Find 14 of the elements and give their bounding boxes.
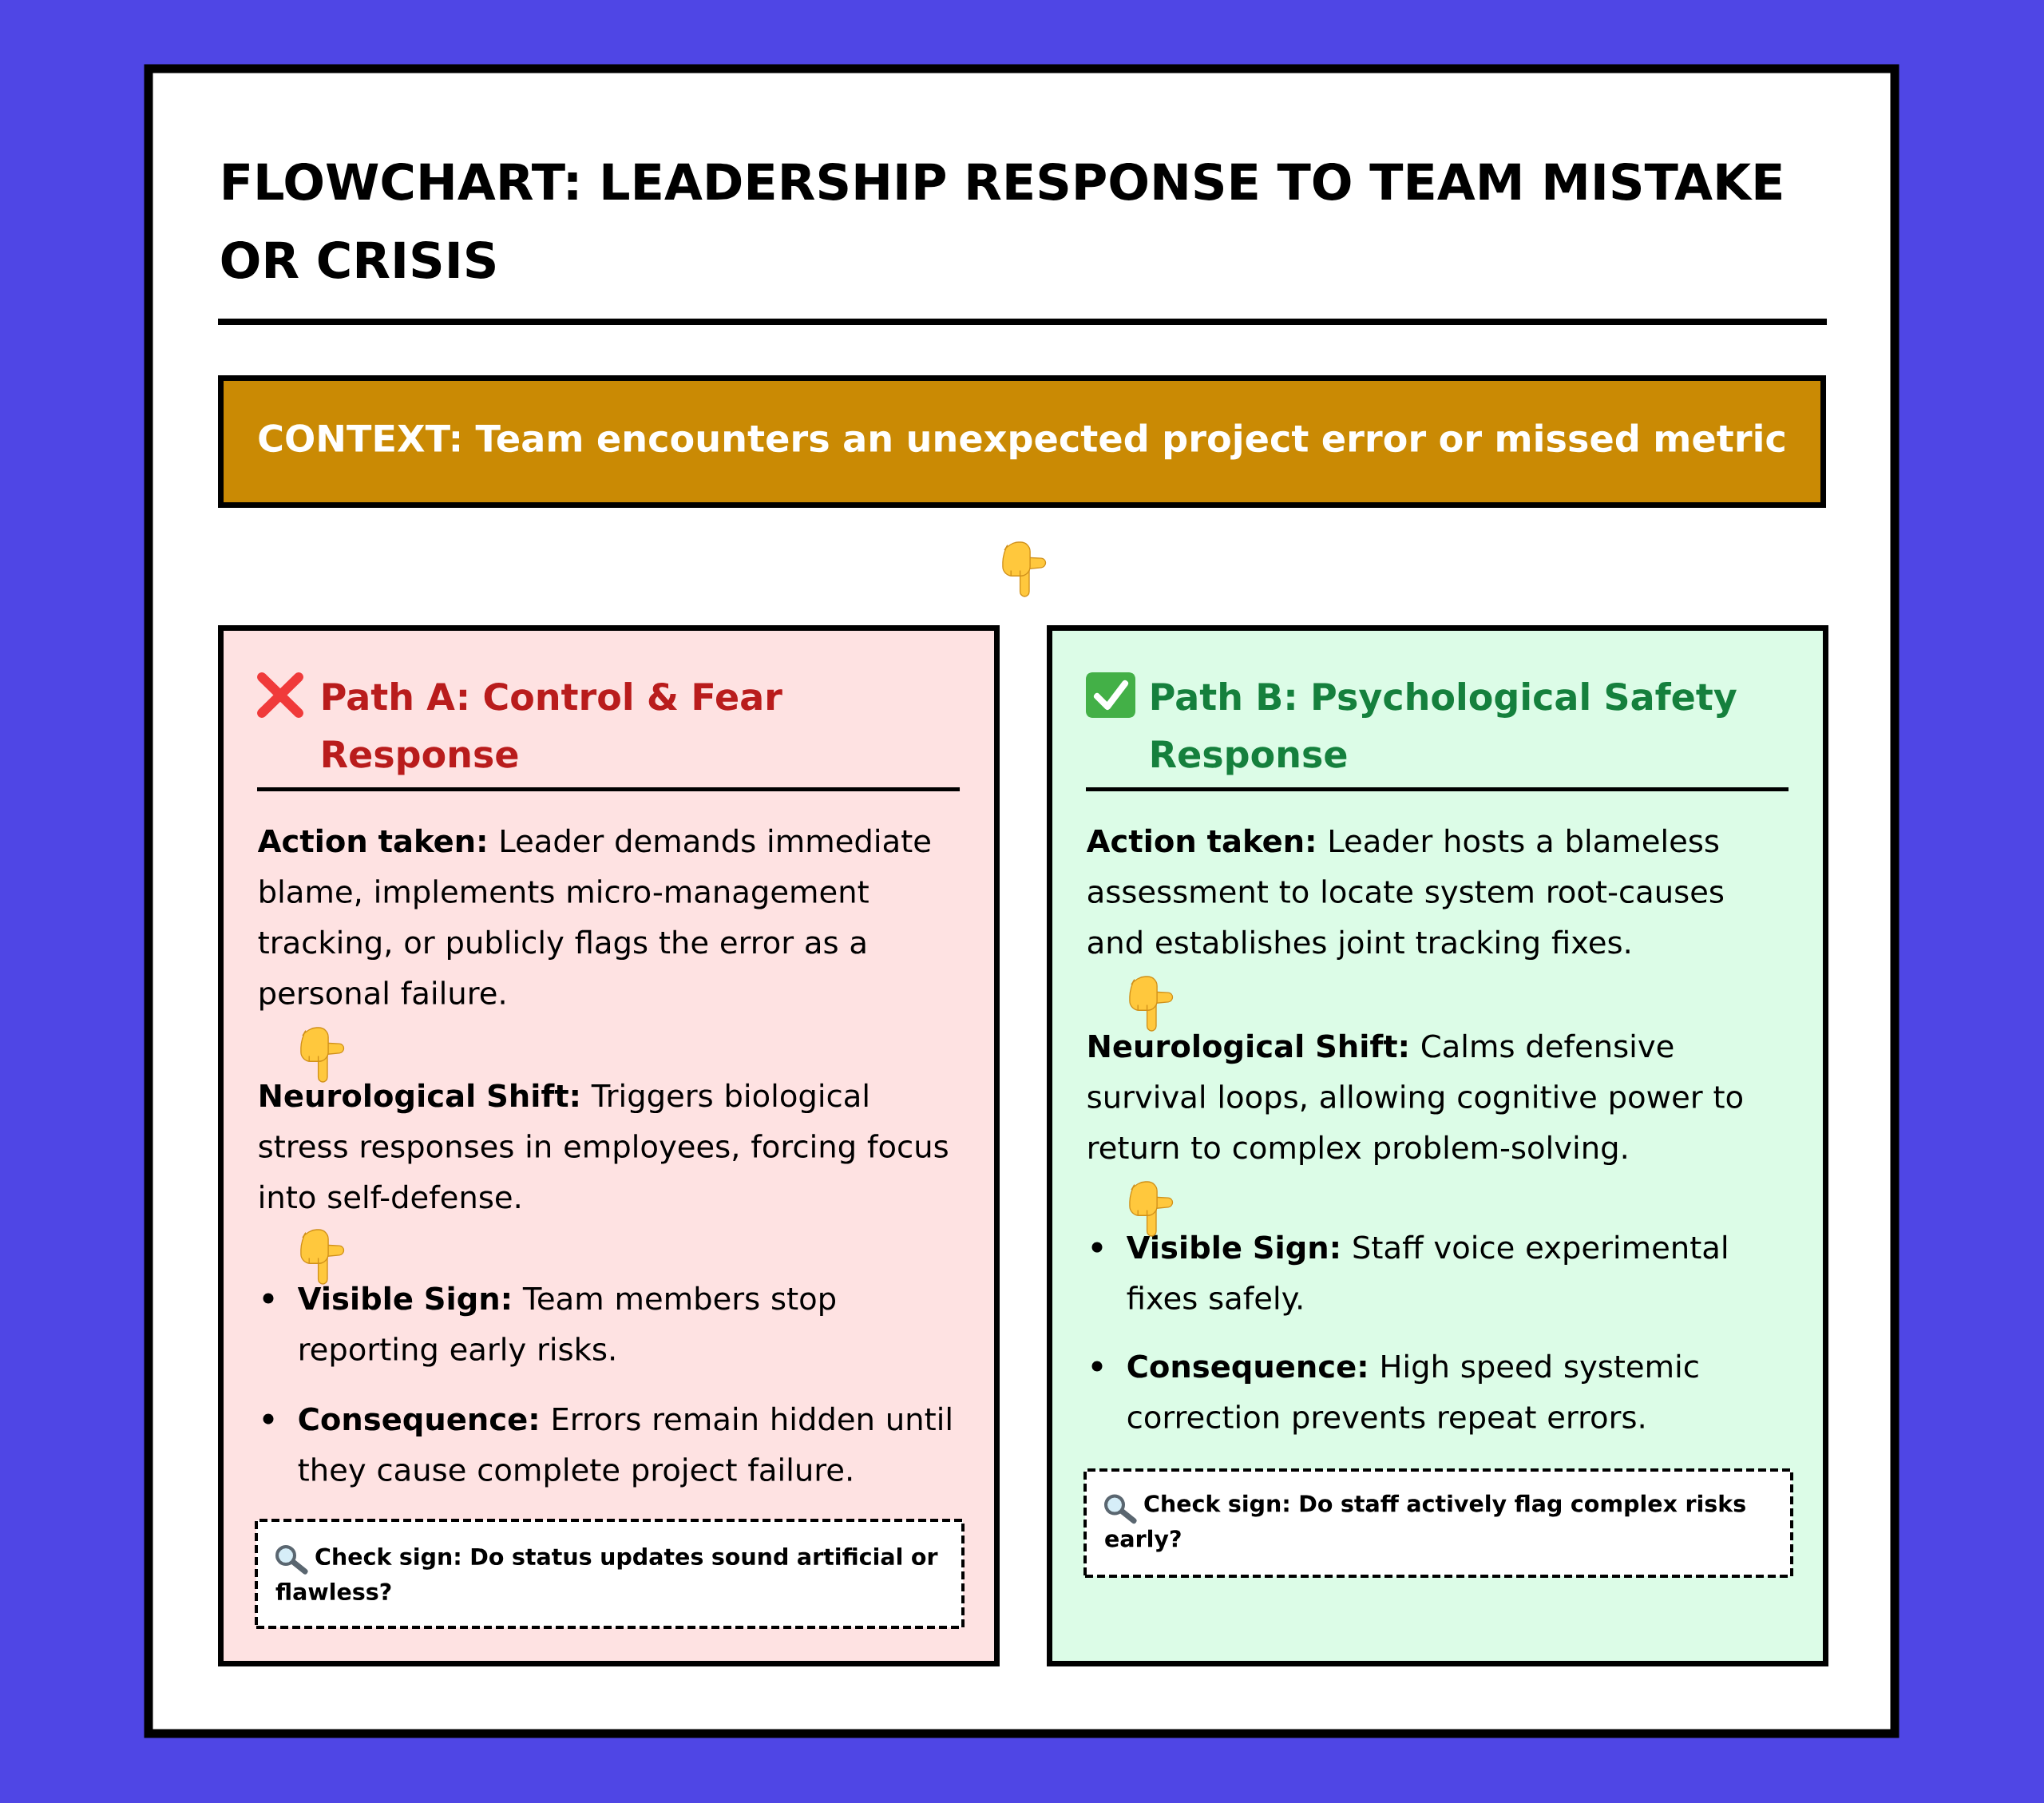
- note-box: Check sign: Do staff actively flag complex risks early?: [1083, 1468, 1793, 1578]
- panel-heading: Path B: Psychological Safety Response: [1151, 682, 1737, 775]
- note-box: Check sign: Do status updates sound artificial or flawless?: [255, 1519, 965, 1629]
- paragraph: Neurological Shift: Calms defensive survival loops, allowing cognitive power to return to complex problem-solving.: [1087, 1033, 1742, 1165]
- title: FLOWCHART: LEADERSHIP RESPONSE TO TEAM MISTAKE OR CRISIS: [221, 163, 1781, 279]
- context-box: CONTEXT: Team encounters an unexpected project error or missed metric: [218, 375, 1826, 508]
- panel-heading: Path A: Control & Fear Response: [323, 682, 782, 775]
- paragraph: Action taken: Leader demands immediate blame, implements micro-management tracking, or publicly flags the error as a personal failure.: [257, 828, 930, 1011]
- list-item: Visible Sign: Team members stop reporting early risks.: [297, 1286, 836, 1367]
- paragraph: Neurological Shift: Triggers biological stress responses in employees, forcing focus into self-defense.: [259, 1083, 948, 1209]
- paragraph: Action taken: Leader hosts a blameless assessment to locate system root-causes and establishes joint tracking fixes.: [1086, 828, 1724, 960]
- list-item: Visible Sign: Staff voice experimental fixes safely.: [1126, 1234, 1726, 1316]
- list-item: Consequence: Errors remain hidden until they cause complete project failure.: [298, 1406, 951, 1488]
- list-item: Consequence: High speed systemic correction prevents repeat errors.: [1127, 1353, 1698, 1435]
